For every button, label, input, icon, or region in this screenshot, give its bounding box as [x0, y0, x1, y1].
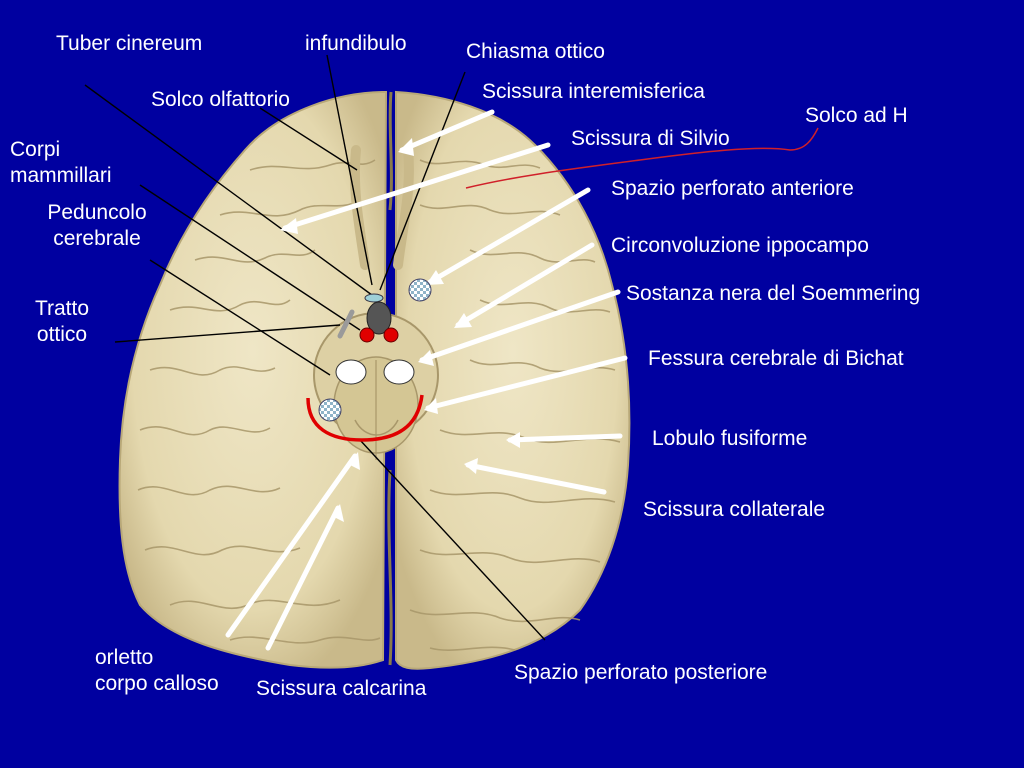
arrow-sostanza-nera: [419, 289, 621, 363]
label-tuber-cinereum: Tuber cinereum: [56, 32, 203, 55]
mammillary-body-left-marker: [359, 327, 375, 343]
arrow-scissura-collaterale: [465, 462, 607, 495]
mammillary-body-right-marker: [383, 327, 399, 343]
white-arrows: [225, 109, 628, 651]
label-solco-olfattorio: Solco olfattorio: [151, 88, 290, 111]
arrow-fessura-bichat: [425, 355, 628, 411]
label-spazio-perforato-anteriore: Spazio perforato anteriore: [611, 177, 854, 200]
label-orletto-corpo-calloso: orletto corpo calloso: [95, 646, 219, 695]
bichat-fissure-marker: [306, 394, 424, 442]
label-lobulo-fusiforme: Lobulo fusiforme: [652, 427, 808, 450]
posterior-perforated-space-marker: [318, 398, 342, 422]
pointer-spazio-perforato-posteriore: [359, 439, 546, 641]
arrow-heads: [280, 138, 520, 522]
arrow-circonvoluzione-ippocampo: [455, 242, 595, 328]
pointer-corpi-mammillari: [139, 184, 361, 331]
cerebral-peduncle-right-marker: [383, 359, 415, 385]
arrow-orletto-corpo-calloso: [225, 453, 358, 638]
anterior-perforated-space-marker: [408, 278, 432, 302]
solco-ad-h-line: [465, 127, 819, 189]
arrow-scissura-di-silvio: [282, 142, 551, 231]
arrow-lobulo-fusiforme: [507, 433, 623, 443]
pointer-lines: [84, 54, 546, 641]
label-circonvoluzione-ippocampo: Circonvoluzione ippocampo: [611, 234, 869, 257]
label-scissura-calcarina: Scissura calcarina: [256, 677, 427, 700]
label-chiasma-ottico: Chiasma ottico: [466, 40, 605, 63]
cerebral-peduncle-left-marker: [335, 359, 367, 385]
label-tratto-ottico: Tratto ottico: [34, 297, 90, 346]
pointer-infundibulo: [326, 54, 373, 286]
label-corpi-mammillari: Corpi mammillari: [10, 138, 112, 187]
highlight-markers: [306, 278, 432, 442]
brain-left-hemisphere: [118, 90, 388, 669]
pointer-chiasma-ottico: [379, 71, 466, 291]
pointer-solco-olfattorio: [259, 107, 358, 171]
infundibulum-marker: [366, 301, 392, 335]
label-scissura-di-silvio: Scissura di Silvio: [571, 127, 730, 150]
label-fessura-bichat: Fessura cerebrale di Bichat: [648, 347, 904, 370]
brain-image: [118, 90, 631, 670]
label-solco-ad-h: Solco ad H: [805, 104, 908, 127]
label-peduncolo-cerebrale: Peduncolo cerebrale: [47, 201, 147, 250]
label-spazio-perforato-posteriore: Spazio perforato posteriore: [514, 661, 768, 684]
pointer-tuber-cinereum: [84, 84, 377, 299]
arrow-spazio-perforato-anteriore: [427, 187, 591, 285]
chiasma-marker: [364, 293, 384, 303]
label-scissura-interemisferica: Scissura interemisferica: [482, 80, 705, 103]
interhemispheric-fissure: [387, 91, 393, 666]
brain-right-hemisphere: [395, 90, 631, 670]
arrow-scissura-interemisferica: [399, 109, 495, 153]
optic-tract-marker: [337, 309, 355, 339]
arrow-scissura-calcarina: [265, 505, 341, 651]
pointer-tratto-ottico: [114, 324, 341, 343]
pointer-peduncolo-cerebrale: [149, 259, 331, 376]
label-infundibulo: infundibulo: [305, 32, 407, 55]
label-scissura-collaterale: Scissura collaterale: [643, 498, 826, 521]
label-sostanza-nera: Sostanza nera del Soemmering: [626, 282, 921, 305]
